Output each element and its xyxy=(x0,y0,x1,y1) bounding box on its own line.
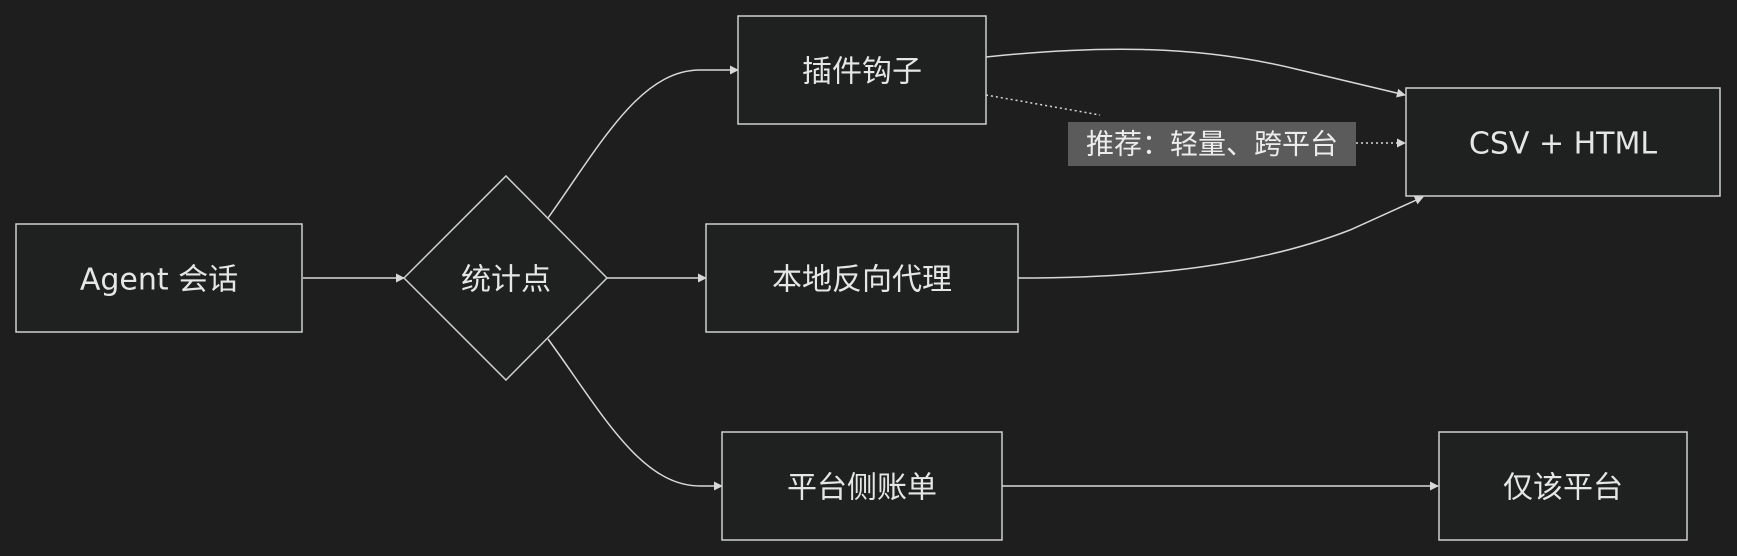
edges xyxy=(303,48,1439,491)
node-agent-session-label: Agent 会话 xyxy=(80,263,238,298)
node-local-reverse-proxy[interactable]: 本地反向代理 xyxy=(705,223,1019,333)
node-plugin-hook[interactable]: 插件钩子 xyxy=(737,15,987,125)
node-platform-only[interactable]: 仅该平台 xyxy=(1438,431,1688,541)
node-stat-point[interactable]: 统计点 xyxy=(402,174,609,382)
node-csv-html-label: CSV + HTML xyxy=(1469,127,1657,162)
node-platform-only-box xyxy=(1438,431,1688,541)
edge-proxy-to-csvhtml xyxy=(1017,196,1424,279)
node-stat-point-diamond xyxy=(402,174,609,382)
node-agent-session-box xyxy=(15,223,303,333)
node-csv-html-box xyxy=(1405,87,1721,197)
node-platform-billing[interactable]: 平台侧账单 xyxy=(721,431,1003,541)
edge-label-background xyxy=(1068,122,1356,166)
node-plugin-hook-box xyxy=(737,15,987,125)
node-local-reverse-proxy-box xyxy=(705,223,1019,333)
node-stat-point-label: 统计点 xyxy=(461,263,551,298)
node-agent-session[interactable]: Agent 会话 xyxy=(15,223,303,333)
node-csv-html[interactable]: CSV + HTML xyxy=(1405,87,1721,197)
edge-pluginhook-to-csvhtml-solid xyxy=(985,48,1406,98)
edge-label-recommend-text: 推荐：轻量、跨平台 xyxy=(1086,128,1338,161)
edge-pluginhook-to-csvhtml-recommended xyxy=(985,94,1101,116)
edge-statpoint-to-billing xyxy=(547,338,723,491)
edge-statpoint-to-pluginhook xyxy=(547,65,739,219)
node-platform-billing-box xyxy=(721,431,1003,541)
edge-label-recommend: 推荐：轻量、跨平台 xyxy=(1068,122,1356,166)
node-platform-only-label: 仅该平台 xyxy=(1503,471,1623,506)
node-local-reverse-proxy-label: 本地反向代理 xyxy=(772,263,952,298)
node-platform-billing-label: 平台侧账单 xyxy=(787,471,937,506)
node-plugin-hook-label: 插件钩子 xyxy=(802,55,922,90)
